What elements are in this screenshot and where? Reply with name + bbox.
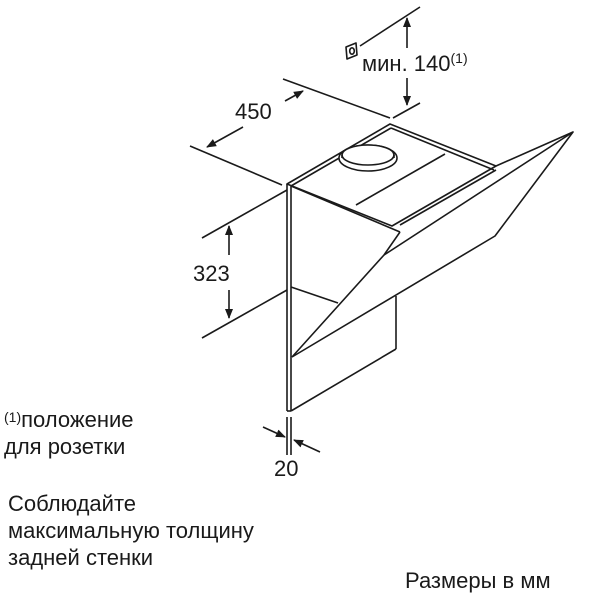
wall-thickness-note: Соблюдайте максимальную толщину задней с… <box>8 491 254 570</box>
wall-thickness-label: 20 <box>274 456 299 481</box>
socket-min-height-label: мин. 140(1) <box>362 50 468 76</box>
socket-icon <box>345 6 421 60</box>
units-note: Размеры в мм <box>405 568 551 593</box>
height-dimension-label: 323 <box>193 261 230 286</box>
depth-dimension-label: 450 <box>235 99 272 124</box>
footnote: (1)положение для розетки <box>4 407 134 459</box>
